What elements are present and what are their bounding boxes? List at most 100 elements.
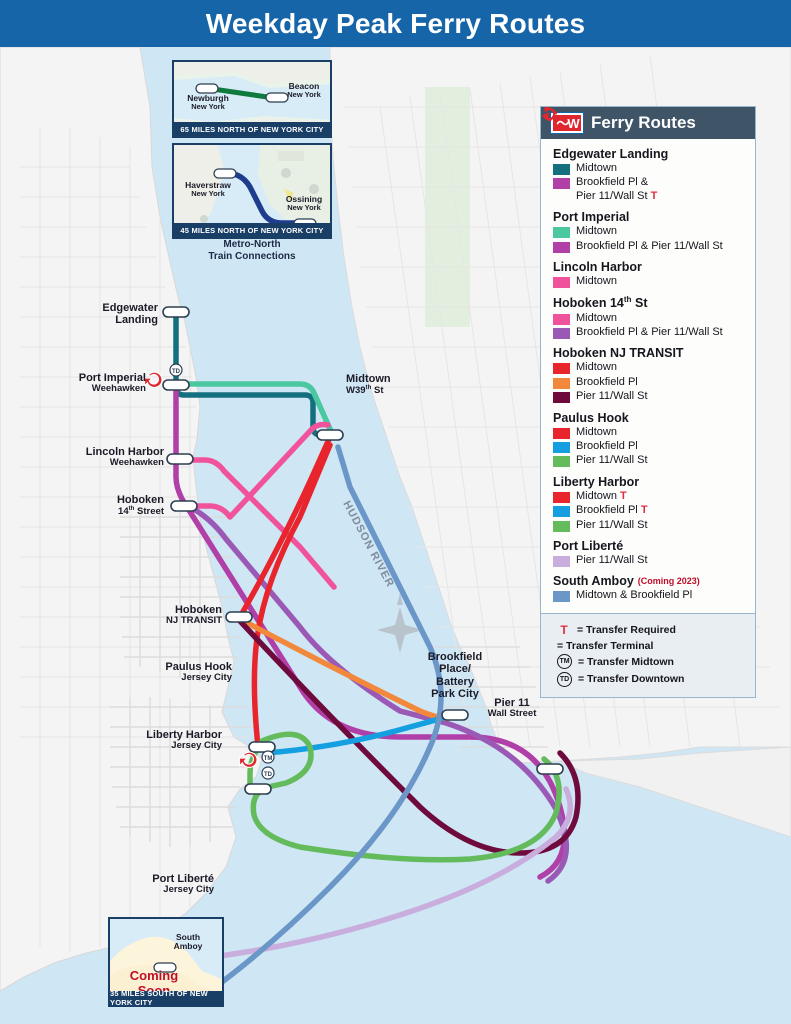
svg-text:TM: TM (264, 756, 273, 762)
route-label: Pier 11/Wall St (576, 454, 648, 467)
legend-route-row[interactable]: Midtown (553, 426, 745, 439)
label-line-1: Hoboken (116, 494, 164, 506)
legend-route-row[interactable]: Midtown T (553, 490, 745, 503)
inset-stop-haverstraw: Haverstraw New York (174, 180, 242, 199)
inset-newburgh-graphics (174, 62, 330, 136)
route-label: Brookfield Pl & Pier 11/Wall St (576, 239, 723, 252)
legend-route-row[interactable]: Brookfield Pl (553, 376, 745, 389)
label-hoboken-14th-street: Hoboken 14th Street (38, 494, 164, 518)
transfer-terminal-icon (541, 107, 557, 121)
label-line-1: Pier 11 (494, 697, 530, 709)
legend-route-row[interactable]: Pier 11/Wall St (553, 554, 745, 568)
metro-north-line-1: Metro-North (223, 239, 281, 250)
status-line-1: Coming (129, 968, 179, 983)
hoboken-street-grid (120, 507, 240, 682)
route-hoboken14-midtown (179, 421, 331, 520)
label-edgewater-landing: Edgewater Landing (36, 302, 158, 327)
legend-route-row[interactable]: Brookfield Pl T (553, 504, 745, 518)
central-park (425, 87, 470, 327)
transfer-required-icon: T (640, 504, 648, 517)
label-line-1: Lincoln Harbor (85, 446, 164, 458)
marker-edgewater-landing (162, 306, 190, 318)
inset-stop-ossining: Ossining New York (276, 194, 330, 213)
route-color-swatch (553, 520, 570, 532)
label-line-2: Place/ (439, 663, 471, 676)
stop-line-1: Haverstraw (185, 180, 231, 190)
stop-line-2: New York (287, 203, 321, 213)
group-name: Paulus Hook (553, 410, 629, 425)
inset-caption: 65 MILES NORTH OF NEW YORK CITY (174, 122, 330, 136)
route-color-swatch (553, 363, 570, 375)
label-line-1: Liberty Harbor (146, 729, 222, 741)
svg-text:TD: TD (172, 369, 181, 375)
marker-hoboken-14th (170, 500, 198, 512)
route-color-swatch (553, 164, 570, 175)
label-port-imperial: Port Imperial Weehawken (18, 372, 146, 395)
label-line-2: 14th Street (118, 505, 164, 518)
coming-soon-note: (Coming 2023) (637, 576, 700, 587)
stop-line-2: New York (191, 102, 225, 112)
legend-group-south-amboy: South Amboy (Coming 2023) Midtown & Broo… (553, 574, 745, 603)
legend-group-port-liberte: Port Liberté Pier 11/Wall St (553, 539, 745, 568)
legend-route-row[interactable]: Midtown (553, 275, 745, 289)
legend-route-row[interactable]: Pier 11/Wall St (553, 519, 745, 532)
route-color-swatch (553, 377, 570, 389)
marker-pier-11 (536, 763, 564, 775)
compass-rose (377, 593, 423, 653)
legend-route-row[interactable]: Pier 11/Wall St (553, 390, 745, 404)
legend-route-row[interactable]: Midtown & Brookfield Pl (553, 589, 745, 603)
legend-route-row[interactable]: Brookfield Pl (553, 440, 745, 454)
logo-wave-mark: 〜W (556, 115, 579, 131)
footnote-transfer-required: T = Transfer Required (557, 623, 745, 637)
metro-north-caption: Metro-North Train Connections (172, 239, 332, 263)
transfer-downtown-icon-port-imperial: TD (169, 363, 183, 377)
legend-route-row[interactable]: Midtown (553, 312, 745, 325)
page-title-bar: Weekday Peak Ferry Routes (0, 0, 791, 47)
legend-group-title: Port Imperial (541, 107, 745, 225)
label-lincoln-harbor: Lincoln Harbor Weehawken (18, 446, 164, 469)
legend-group-title: Paulus Hook (541, 107, 745, 425)
label-line-2: Landing (115, 314, 158, 327)
group-name: Port Imperial (553, 210, 630, 225)
label-line-1: Brookfield (427, 651, 483, 663)
legend-route-row[interactable]: Brookfield Pl & Pier 11/Wall St (553, 326, 745, 339)
legend-header: 〜W Ferry Routes (541, 107, 755, 139)
route-color-swatch (553, 427, 570, 439)
ferry-route-lines (173, 311, 581, 994)
legend-route-row[interactable]: Pier 11/Wall St (553, 454, 745, 468)
route-color-swatch (553, 392, 570, 404)
legend-route-row[interactable]: Midtown (553, 162, 745, 175)
legend-group-title: Hoboken NJ TRANSIT (553, 346, 745, 360)
legend-group-title: Edgewater Landing (553, 147, 745, 161)
label-line-1: Midtown (346, 373, 391, 385)
marker-lincoln-harbor (166, 453, 194, 465)
legend-group-hoboken-14th-st: Hoboken 14th St Midtown Brookfield Pl & … (553, 295, 745, 339)
label-line-3: Battery (436, 675, 474, 688)
brooklyn-landmass (559, 746, 791, 838)
stop-line-1: Ossining (285, 194, 323, 204)
inset-south-amboy-graphics (110, 919, 222, 1005)
route-label: Brookfield Pl (576, 440, 638, 453)
route-label: Brookfield Pl & Pier 11/Wall St (576, 326, 723, 338)
legend-route-row[interactable]: Brookfield Pl & Pier 11/Wall St (553, 240, 745, 253)
route-color-swatch (553, 178, 570, 190)
label-brookfield-place: Brookfield Place/ Battery Park City (412, 651, 498, 700)
group-name: Port Liberté (553, 539, 624, 554)
map-transfer-terminal-icons (144, 371, 258, 768)
route-label: Midtown (576, 162, 617, 174)
group-name: South Amboy (553, 574, 634, 589)
inset-caption: 35 MILES SOUTH OF NEW YORK CITY (110, 989, 222, 1005)
marker-paulus-hook (248, 741, 276, 753)
legend-group-lincoln-harbor: Lincoln Harbor Midtown (553, 260, 745, 289)
route-label: Brookfield Pl (576, 375, 638, 388)
svg-text:TD: TD (264, 772, 273, 778)
legend-route-row[interactable]: Midtown (553, 361, 745, 375)
label-line-2: Wall Street (487, 708, 537, 720)
footnote-transfer-midtown: TM = Transfer Midtown (557, 654, 745, 670)
legend-route-row[interactable]: Brookfield Pl & Pier 11/Wall St T (553, 176, 745, 203)
route-color-swatch (553, 277, 570, 289)
legend-route-row[interactable]: Midtown (553, 225, 745, 239)
route-label: Pier 11/Wall St (576, 518, 648, 531)
label-line-1: Edgewater (102, 302, 158, 314)
